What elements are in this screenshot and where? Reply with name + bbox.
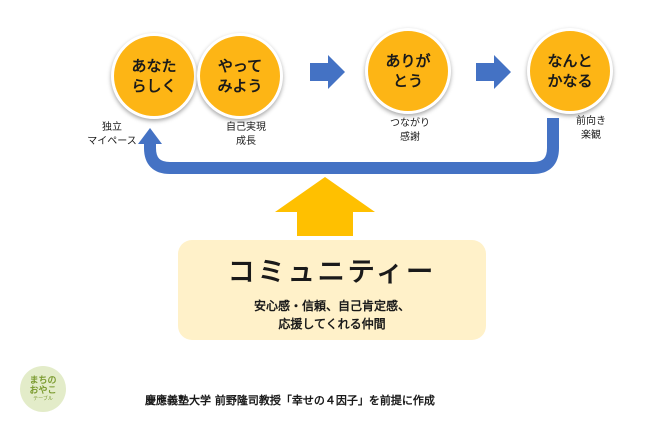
stage-circle-nantoka-naru: なんと かなる xyxy=(527,28,613,114)
stage-label-connection: つながり 感謝 xyxy=(390,118,430,143)
stage-text: らしく xyxy=(131,77,177,95)
community-desc-line-1: 安心感・信頼、自己肯定感、 xyxy=(253,299,410,313)
stage-text: とう xyxy=(392,72,423,90)
stage-text: ありが xyxy=(385,52,431,70)
footer-credit: 慶應義塾大学 前野隆司教授「幸せの４因子」を前提に作成 xyxy=(145,394,435,407)
stage-label-optimism: 前向き 楽観 xyxy=(576,116,606,141)
stage-text: なんと xyxy=(547,52,593,70)
up-arrow xyxy=(275,177,375,236)
stage-label-self-realization: 自己実現 成長 xyxy=(226,122,266,147)
stage-label-independence: 独立 マイペース xyxy=(87,122,137,147)
right-arrow-2 xyxy=(476,55,511,89)
stage-text: みよう xyxy=(217,77,263,95)
stage-circle-anata-rashiku: あなた らしく xyxy=(111,33,197,119)
right-arrow-1 xyxy=(310,55,345,89)
return-arrow-head xyxy=(138,128,162,144)
community-desc-line-2: 応援してくれる仲間 xyxy=(278,317,386,331)
stage-circle-yatte-miyou: やって みよう xyxy=(197,33,283,119)
stage-circle-arigatou: ありが とう xyxy=(365,28,451,114)
return-arrow xyxy=(144,118,559,174)
stage-text: やって xyxy=(217,57,263,75)
community-box: コミュニティー 安心感・信頼、自己肯定感、 応援してくれる仲間 xyxy=(178,240,486,340)
community-title: コミュニティー xyxy=(227,257,437,288)
stage-text: あなた xyxy=(131,57,177,75)
stage-text: かなる xyxy=(547,72,593,90)
logo: まちの おやこ テーブル xyxy=(20,366,66,412)
